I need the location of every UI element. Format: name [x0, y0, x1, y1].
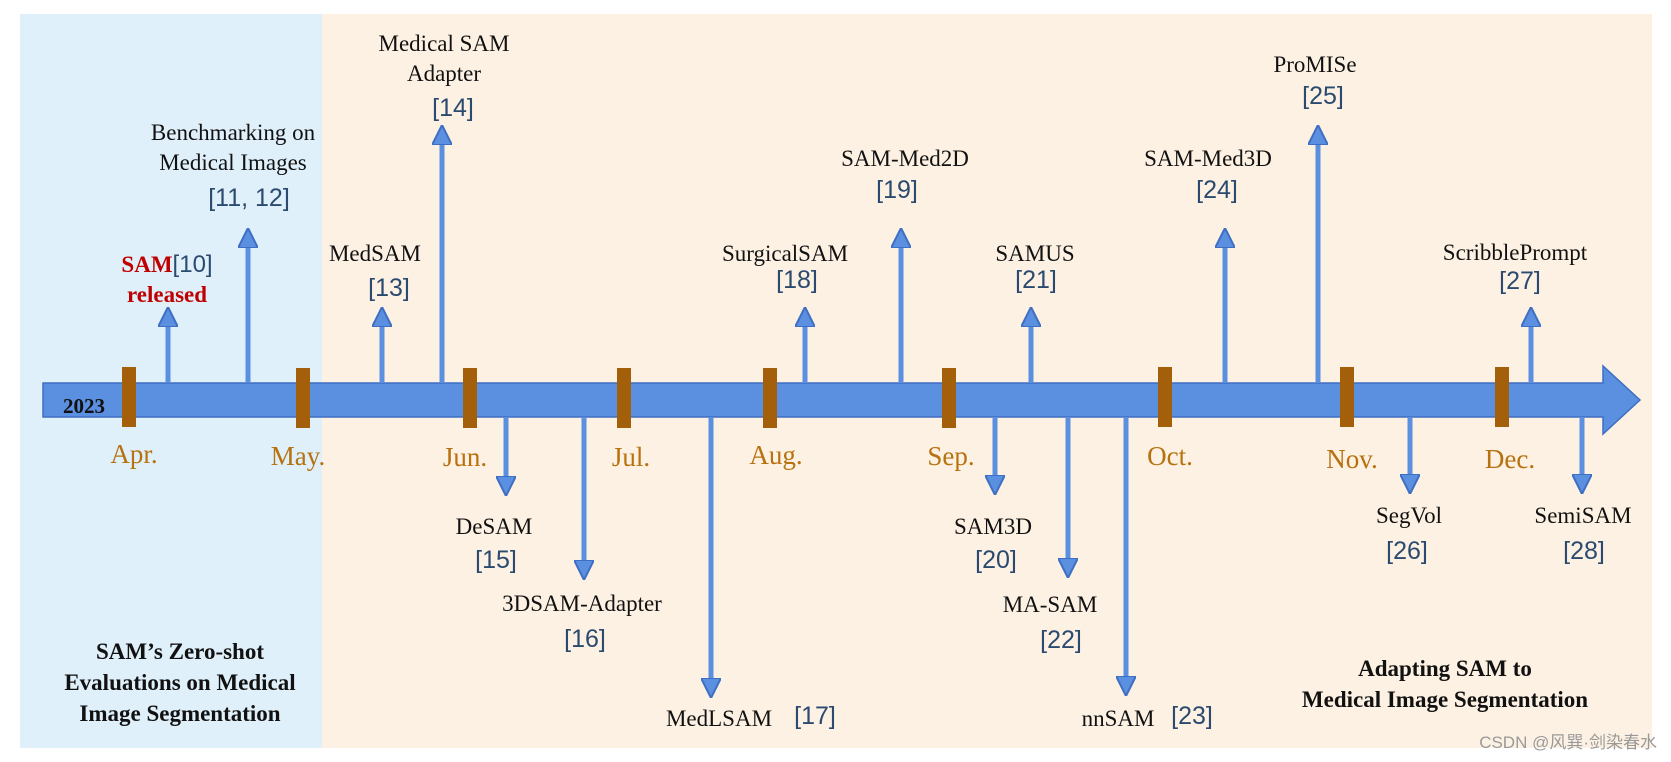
month-labels: Apr. May. Jun. Jul. Aug. Sep. Oct. Nov. …: [110, 439, 1535, 474]
left-title-line-1: SAM’s Zero-shot: [96, 639, 264, 664]
month-tick-dec: [1495, 367, 1509, 427]
event-medsam-name: MedSAM: [329, 241, 421, 266]
month-tick-may: [296, 368, 310, 428]
month-tick-jul: [617, 368, 631, 428]
event-ma-sam-ref: [22]: [1040, 626, 1082, 654]
event-benchmarking-line-2: Medical Images: [159, 150, 307, 175]
event-sam-med3d-name: SAM-Med3D: [1144, 146, 1272, 171]
event-sam-med2d-name: SAM-Med2D: [841, 146, 969, 171]
month-tick-sep: [942, 368, 956, 428]
month-label-may: May.: [271, 441, 326, 471]
month-tick-oct: [1158, 367, 1172, 427]
month-label-oct: Oct.: [1147, 441, 1193, 471]
down-event-labels: DeSAM [15] 3DSAM-Adapter [16] MedLSAM [1…: [456, 503, 1632, 731]
month-label-sep: Sep.: [927, 441, 974, 471]
month-label-apr: Apr.: [110, 439, 157, 469]
event-medical-sam-adapter-line-1: Medical SAM: [379, 31, 510, 56]
event-sam-med2d-ref: [19]: [876, 176, 918, 204]
sam-release-label: SAM[10] released: [121, 251, 212, 307]
month-label-jul: Jul.: [612, 442, 650, 472]
event-segvol-name: SegVol: [1376, 503, 1442, 528]
event-semisam-ref: [28]: [1563, 537, 1605, 565]
event-promise-name: ProMISe: [1273, 52, 1356, 77]
event-scribbleprompt-name: ScribblePrompt: [1443, 240, 1588, 265]
event-medical-sam-adapter-ref: [14]: [432, 94, 474, 122]
event-promise-ref: [25]: [1302, 82, 1344, 110]
svg-text:SAM[10]: SAM[10]: [121, 251, 212, 278]
month-label-aug: Aug.: [749, 440, 802, 470]
zero-shot-region: [20, 14, 322, 748]
event-desam-name: DeSAM: [456, 514, 533, 539]
adapting-region: [322, 14, 1652, 748]
event-sam3d-ref: [20]: [975, 546, 1017, 574]
sam-name: SAM: [121, 252, 172, 277]
event-ma-sam-name: MA-SAM: [1003, 592, 1098, 617]
event-samus-name: SAMUS: [995, 241, 1074, 266]
month-label-nov: Nov.: [1326, 444, 1378, 474]
event-benchmarking-ref: [11, 12]: [208, 184, 290, 212]
up-arrows: [168, 135, 1531, 383]
event-medlsam-ref: [17]: [794, 702, 836, 730]
year-label: 2023: [63, 394, 105, 418]
month-ticks: [122, 367, 1509, 428]
down-arrows: [506, 417, 1582, 688]
month-label-dec: Dec.: [1485, 444, 1535, 474]
event-sam3d-name: SAM3D: [954, 514, 1032, 539]
month-tick-aug: [763, 368, 777, 428]
month-tick-apr: [122, 367, 136, 427]
event-scribbleprompt-ref: [27]: [1499, 267, 1541, 295]
event-segvol-ref: [26]: [1386, 537, 1428, 565]
event-3dsam-adapter-name: 3DSAM-Adapter: [502, 591, 662, 616]
left-title-line-3: Image Segmentation: [79, 701, 280, 726]
right-region-title: Adapting SAM to Medical Image Segmentati…: [1302, 656, 1588, 712]
right-title-line-2: Medical Image Segmentation: [1302, 687, 1588, 712]
event-medlsam-name: MedLSAM: [666, 706, 772, 731]
month-label-jun: Jun.: [443, 442, 487, 472]
event-nnsam-name: nnSAM: [1082, 706, 1155, 731]
up-event-labels: Benchmarking on Medical Images [11, 12] …: [151, 31, 1588, 302]
month-tick-jun: [463, 368, 477, 428]
event-samus-ref: [21]: [1015, 266, 1057, 294]
event-benchmarking-line-1: Benchmarking on: [151, 120, 316, 145]
event-surgicalsam-ref: [18]: [776, 266, 818, 294]
event-medical-sam-adapter-line-2: Adapter: [407, 61, 481, 86]
right-title-line-1: Adapting SAM to: [1358, 656, 1532, 681]
event-sam-med3d-ref: [24]: [1196, 176, 1238, 204]
event-surgicalsam-name: SurgicalSAM: [722, 241, 848, 266]
month-tick-nov: [1340, 367, 1354, 427]
left-region-title: SAM’s Zero-shot Evaluations on Medical I…: [64, 639, 295, 726]
event-medsam-ref: [13]: [368, 274, 410, 302]
event-nnsam-ref: [23]: [1171, 702, 1213, 730]
event-3dsam-adapter-ref: [16]: [564, 625, 606, 653]
sam-ref: [10]: [173, 251, 213, 278]
event-desam-ref: [15]: [475, 546, 517, 574]
left-title-line-2: Evaluations on Medical: [64, 670, 295, 695]
event-semisam-name: SemiSAM: [1534, 503, 1631, 528]
csdn-watermark: CSDN @风巽·剑染春水: [1479, 733, 1657, 752]
sam-released-note: released: [127, 282, 207, 307]
